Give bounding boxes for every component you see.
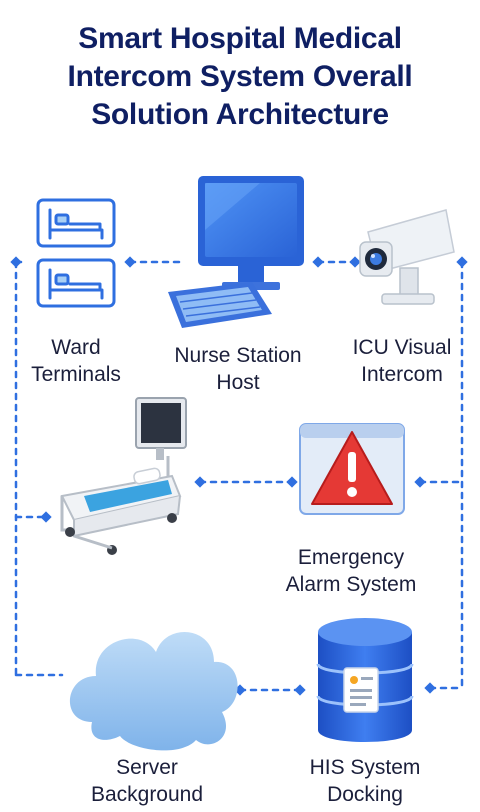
server-background-label: Server Background [90,756,204,806]
title-line-2: Intercom System Overall [67,60,413,93]
title-line-3: Solution Architecture [91,98,389,131]
alarm-warning-icon [299,423,405,515]
patient-bed-monitor-icon [60,397,187,555]
ward-terminals-label: Ward Terminals [31,336,121,386]
his-docking-label: HIS System Docking [309,756,421,806]
emergency-alarm-label: Emergency Alarm System [285,546,417,596]
title-line-1: Smart Hospital Medical [78,22,402,55]
page-title: Smart Hospital Medical Intercom System O… [0,20,480,134]
connector-lines [14,260,464,692]
icu-intercom-label: ICU Visual Intercom [352,336,452,386]
cloud-icon [69,631,238,751]
camera-icon [359,209,455,305]
hospital-bed-icon [36,198,116,308]
database-icon [316,618,414,742]
nurse-station-label: Nurse Station Host [174,344,302,394]
keyboard-icon [168,282,272,328]
desktop-computer-icon [168,176,304,328]
